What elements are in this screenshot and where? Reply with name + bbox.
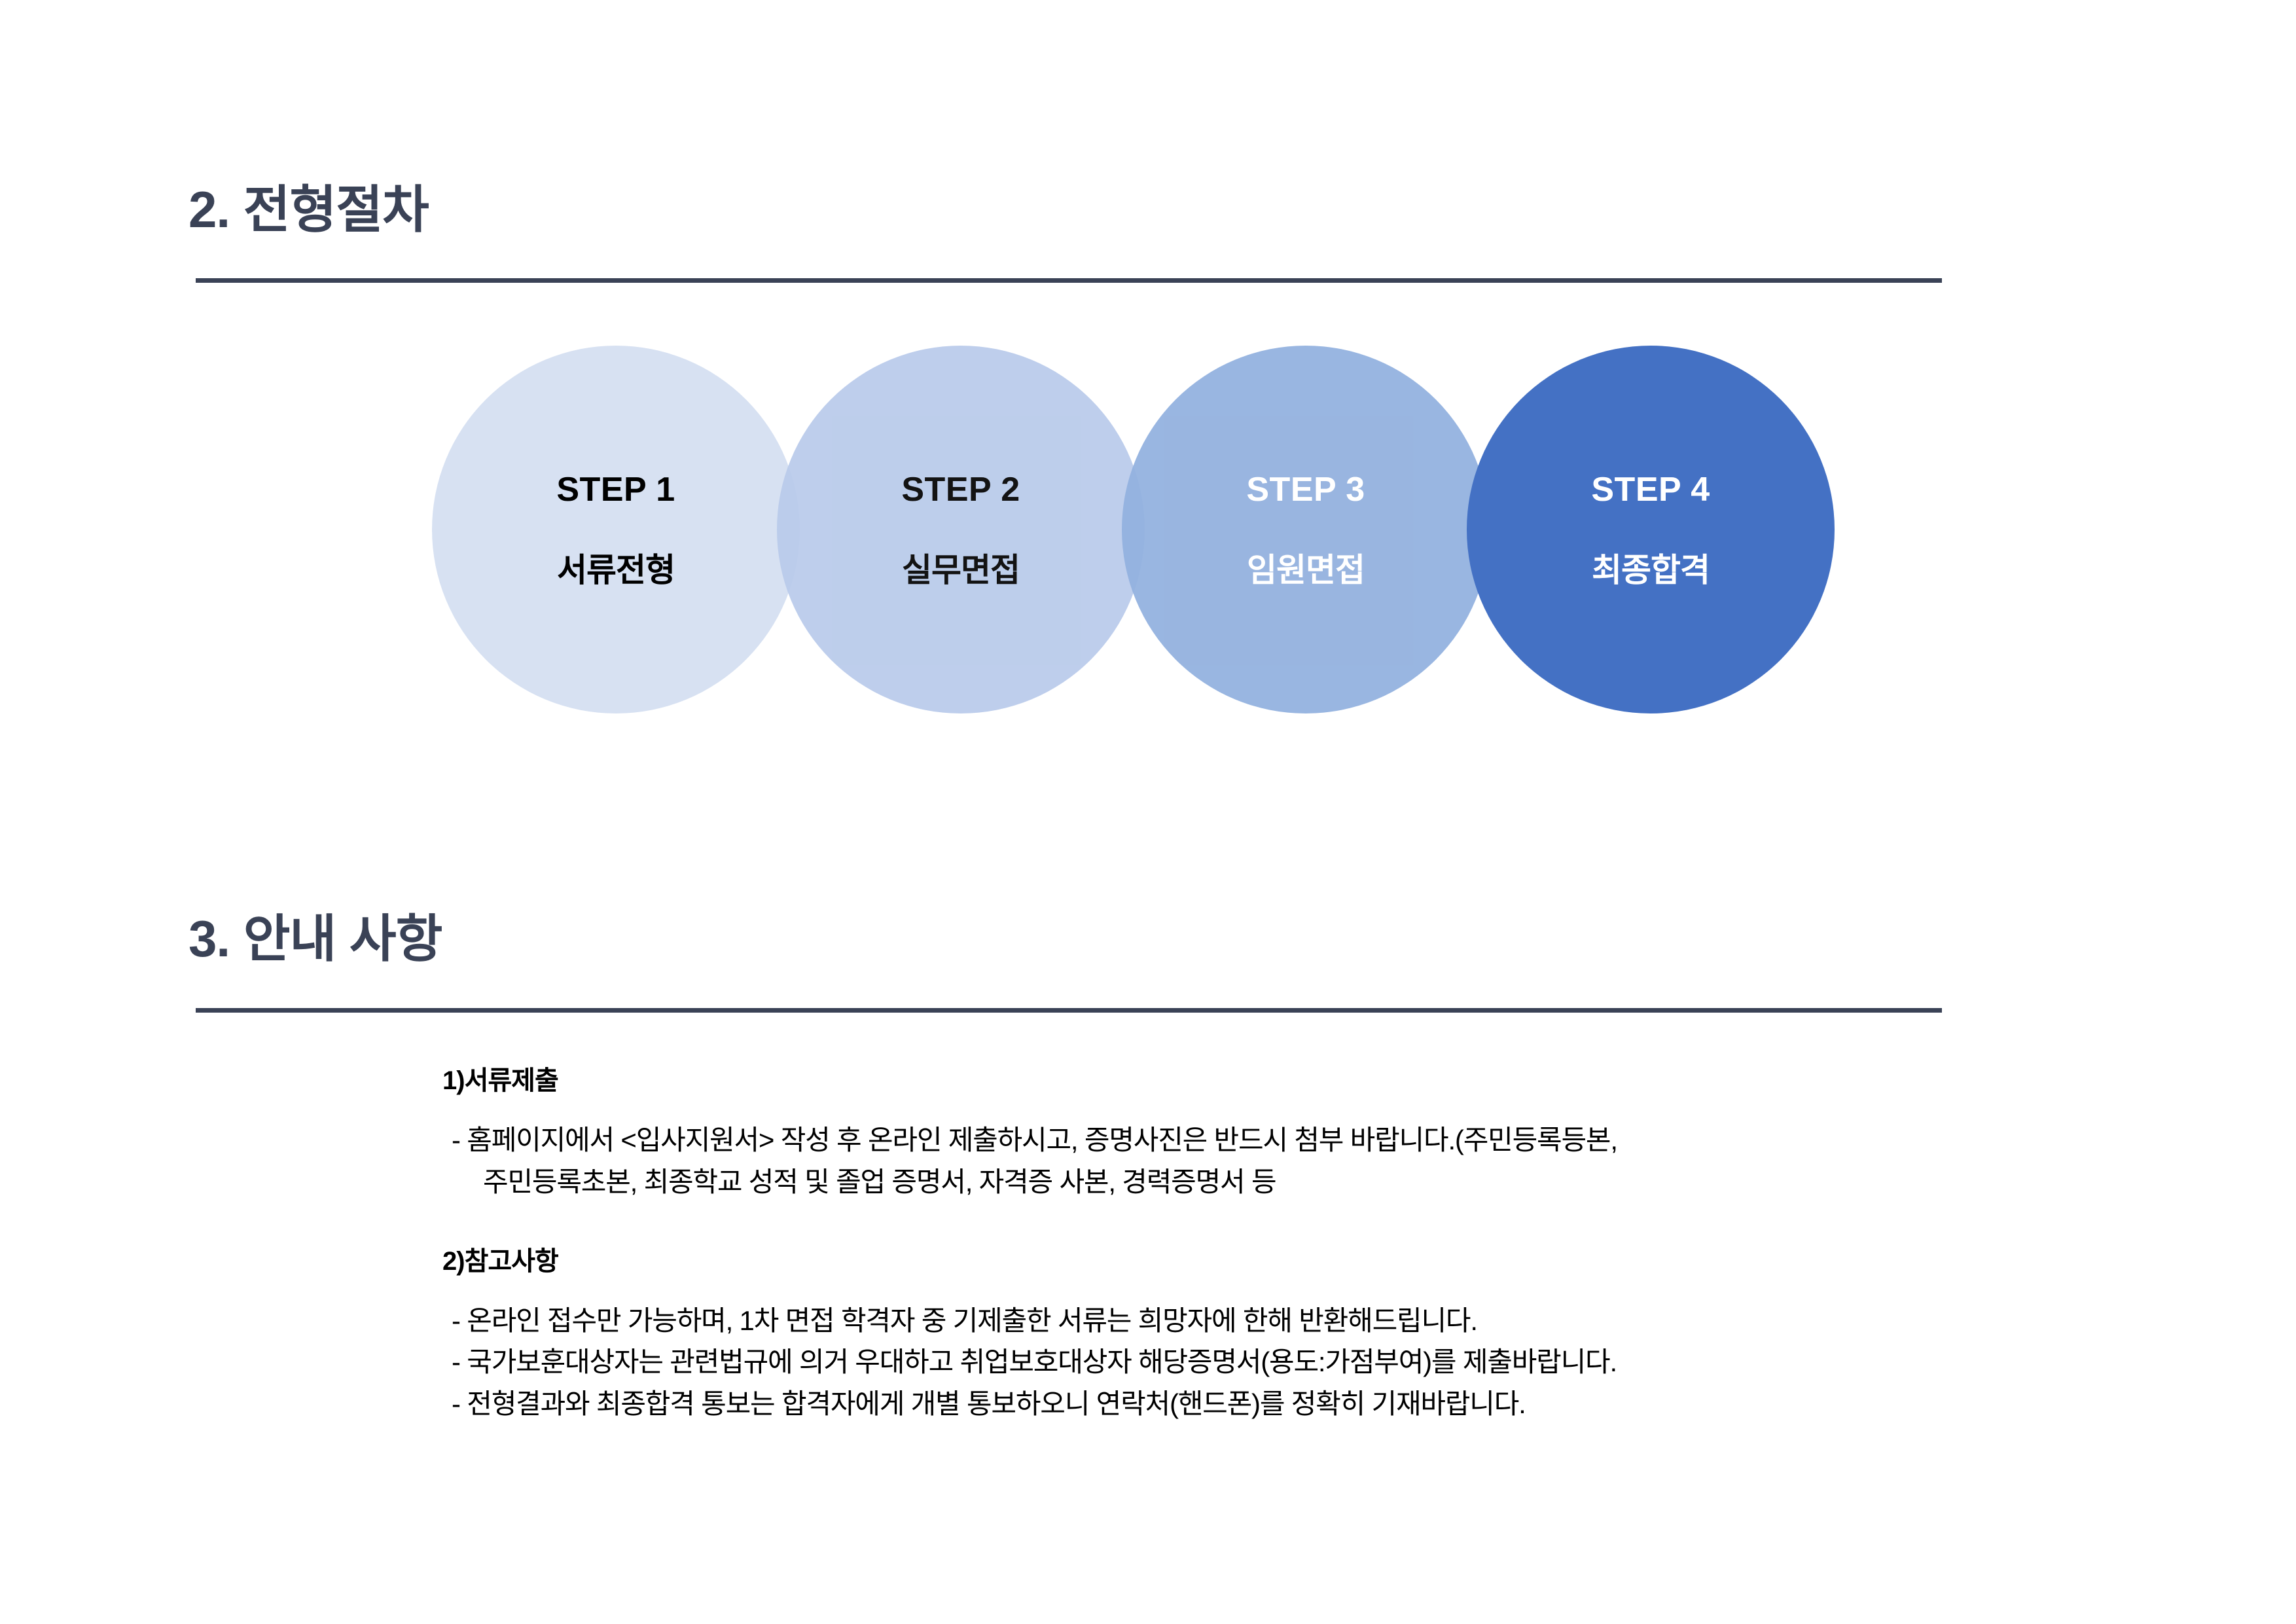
notice-line: 주민등록초본, 최종학교 성적 및 졸업 증명서, 자격증 사본, 경력증명서 … (483, 1166, 1277, 1197)
step-circle-3: STEP 3 임원면접 (1122, 346, 1490, 713)
page-title-process: 2. 전형절차 (188, 181, 429, 238)
step-4-label: STEP 4 (1591, 471, 1710, 509)
notice-group-2-title: 2)참고사항 (442, 1246, 559, 1276)
step-1-name: 서류전형 (557, 552, 675, 588)
notice-line: - 전형결과와 최종합격 통보는 합격자에게 개별 통보하오니 연락처(핸드폰)… (452, 1388, 1526, 1420)
step-3-name: 임원면접 (1247, 552, 1365, 588)
notice-body: 1)서류제출 - 홈페이지에서 <입사지원서> 작성 후 온라인 제출하시고, … (442, 1059, 2210, 1425)
notice-group-documents: 1)서류제출 - 홈페이지에서 <입사지원서> 작성 후 온라인 제출하시고, … (442, 1059, 2210, 1203)
step-circle-1: STEP 1 서류전형 (432, 346, 800, 713)
notice-group-1-title: 1)서류제출 (442, 1066, 559, 1095)
step-1-label: STEP 1 (556, 471, 675, 509)
notice-line: - 국가보훈대상자는 관련법규에 의거 우대하고 취업보호대상자 해당증명서(용… (452, 1346, 1617, 1378)
step-4-name: 최종합격 (1592, 552, 1710, 588)
step-2-name: 실무면접 (902, 552, 1020, 588)
page-title-notice: 3. 안내 사항 (188, 910, 442, 967)
step-3-label: STEP 3 (1246, 471, 1365, 509)
notice-line: - 온라인 접수만 가능하며, 1차 면접 학격자 중 기제출한 서류는 희망자… (452, 1305, 1478, 1336)
step-circle-4: STEP 4 최종합격 (1467, 346, 1835, 713)
process-steps-diagram: STEP 1 서류전형 STEP 2 실무면접 STEP 3 임원면접 STEP… (432, 346, 1898, 717)
notice-line: - 홈페이지에서 <입사지원서> 작성 후 온라인 제출하시고, 증명사진은 반… (452, 1125, 1618, 1155)
notice-group-references: 2)참고사항 - 온라인 접수만 가능하며, 1차 면접 학격자 중 기제출한 … (442, 1240, 2210, 1425)
section-divider-process (196, 278, 1942, 283)
step-circle-2: STEP 2 실무면접 (777, 346, 1145, 713)
section-divider-notice (196, 1008, 1942, 1013)
step-2-label: STEP 2 (901, 471, 1020, 509)
